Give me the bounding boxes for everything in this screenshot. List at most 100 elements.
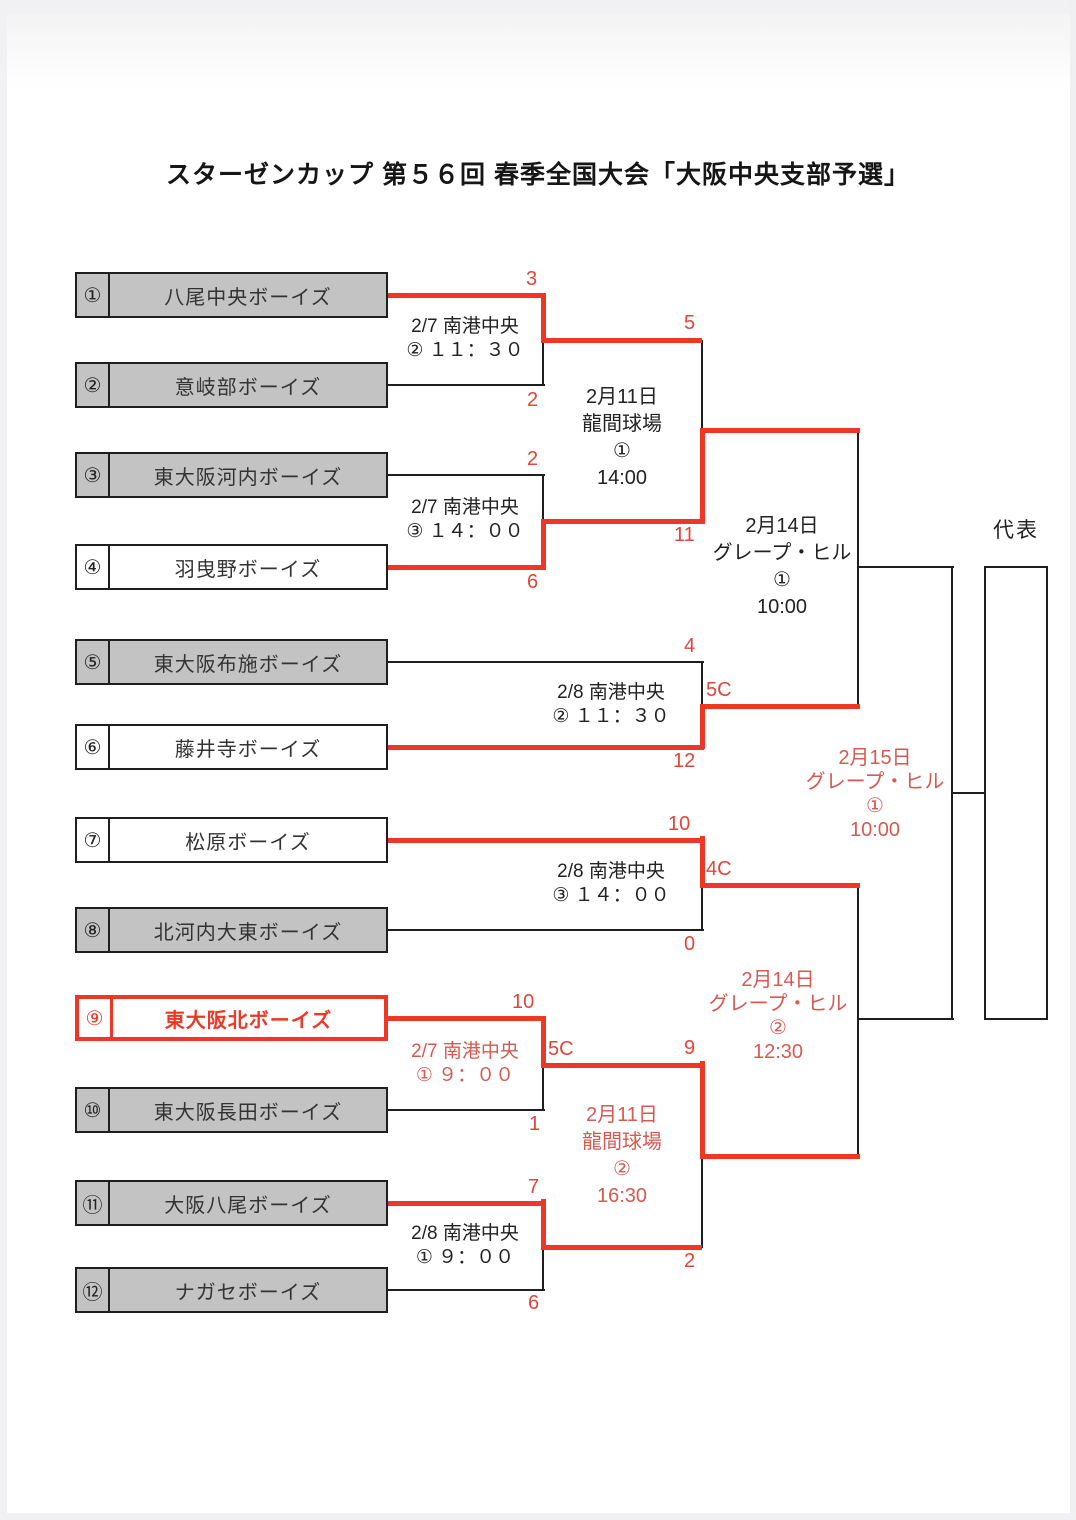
bracket-line <box>857 430 859 707</box>
team-name: 東大阪北ボーイズ <box>164 1009 333 1032</box>
tournament-title: スターゼンカップ 第５６回 春季全国大会「大阪中央支部予選」 <box>166 161 910 189</box>
team-box-6: ⑥ 藤井寺ボーイズ <box>75 724 388 770</box>
score: 9 <box>684 1037 696 1059</box>
match-time: 16:30 <box>596 1185 648 1207</box>
match-time: 10:00 <box>756 596 808 618</box>
winner-path-line <box>541 338 702 343</box>
match-game-number: ① <box>773 569 791 591</box>
team-seed: ④ <box>77 546 110 588</box>
winner-path-line <box>700 704 705 749</box>
team-name: 藤井寺ボーイズ <box>174 738 322 761</box>
match-venue: 龍間球場 <box>582 413 662 435</box>
winner-path-line <box>700 704 860 709</box>
match-date: 2月15日 <box>838 747 912 769</box>
match-info-final: 2月15日 グレープ・ヒル ① 10:00 <box>787 746 963 842</box>
match-game-time: ② １１：３０ <box>552 706 670 727</box>
bracket-line <box>701 340 703 432</box>
bracket-line <box>388 474 545 476</box>
team-name: 北河内大東ボーイズ <box>153 921 343 944</box>
match-date-venue: 2/7 南港中央 <box>411 1041 519 1062</box>
winner-path-line <box>388 1201 546 1206</box>
winner-path-line <box>700 428 860 433</box>
score: 4 <box>684 635 696 657</box>
team-name: 東大阪長田ボーイズ <box>153 1101 343 1124</box>
winner-path-line <box>541 1245 702 1250</box>
match-game-time: ③ １４：００ <box>552 885 670 906</box>
match-game-number: ② <box>613 1158 631 1180</box>
match-game-number: ② <box>769 1017 787 1039</box>
winner-path-line <box>388 745 704 750</box>
match-info-r1-m6: 2/8 南港中央 ① ９：００ <box>385 1222 545 1270</box>
cold-game-note: 5C <box>548 1038 574 1060</box>
team-seed: ⑥ <box>77 726 110 768</box>
match-info-semi-top: 2月14日 グレープ・ヒル ① 10:00 <box>694 513 870 621</box>
winner-path-line <box>541 1199 546 1249</box>
team-name: 羽曳野ボーイズ <box>174 558 322 581</box>
team-box-3: ③ 東大阪河内ボーイズ <box>75 452 388 498</box>
winner-path-line <box>700 1154 860 1159</box>
team-box-7: ⑦ 松原ボーイズ <box>75 817 388 863</box>
bracket-line <box>388 661 704 663</box>
winner-path-line <box>700 836 705 887</box>
score: 6 <box>527 571 539 593</box>
score: 3 <box>526 268 538 290</box>
score: 0 <box>684 933 696 955</box>
match-venue: グレープ・ヒル <box>708 993 848 1015</box>
team-seed: ⑦ <box>77 819 110 861</box>
representative-label: 代表 <box>993 519 1039 542</box>
match-date-venue: 2/8 南港中央 <box>557 861 665 882</box>
winner-path-line <box>388 565 546 570</box>
team-box-11: ⑪ 大阪八尾ボーイズ <box>75 1180 388 1226</box>
winner-path-line <box>541 519 702 524</box>
team-seed: ⑩ <box>77 1089 110 1131</box>
bracket-line <box>701 661 703 707</box>
match-game-number: ① <box>613 440 631 462</box>
bracket-line <box>388 1109 545 1111</box>
winner-path-line <box>541 1063 702 1068</box>
team-box-1: ① 八尾中央ボーイズ <box>75 272 388 318</box>
team-name: 八尾中央ボーイズ <box>164 286 332 309</box>
cold-game-note: 4C <box>706 858 732 880</box>
match-info-r1-m3: 2/8 南港中央 ② １１：３０ <box>531 681 691 729</box>
winner-path-line <box>541 519 546 569</box>
bracket-line <box>952 792 986 794</box>
team-name: 松原ボーイズ <box>185 831 311 854</box>
score: 11 <box>674 524 695 546</box>
match-info-semi-bottom: 2月14日 グレープ・ヒル ② 12:30 <box>690 968 866 1064</box>
bracket-line <box>542 475 544 523</box>
bracket-line <box>542 1246 544 1291</box>
winner-path-line <box>541 1016 546 1067</box>
match-venue: 龍間球場 <box>582 1131 662 1153</box>
team-seed: ⑪ <box>77 1182 110 1224</box>
score: 2 <box>527 389 539 411</box>
winner-path-line <box>700 883 860 888</box>
match-game-number: ① <box>866 795 884 817</box>
match-game-time: ① ９：００ <box>415 1247 515 1268</box>
team-box-8: ⑧ 北河内大東ボーイズ <box>75 907 388 953</box>
match-date: 2月11日 <box>586 386 658 408</box>
match-date: 2月14日 <box>745 515 819 537</box>
match-date: 2月11日 <box>586 1104 658 1126</box>
bracket-line <box>858 566 954 568</box>
bracket-line <box>542 1065 544 1111</box>
score: 10 <box>668 813 691 835</box>
match-info-r1-m1: 2/7 南港中央 ② １１：３０ <box>385 315 545 363</box>
team-name: 意岐部ボーイズ <box>174 376 322 399</box>
bracket-line <box>951 566 953 1020</box>
match-time: 10:00 <box>849 819 901 841</box>
score: 1 <box>529 1113 541 1135</box>
match-date-venue: 2/7 南港中央 <box>411 316 519 337</box>
bracket-line <box>701 884 703 931</box>
match-time: 14:00 <box>596 467 648 489</box>
team-name: 東大阪河内ボーイズ <box>153 466 343 489</box>
match-info-r1-m5: 2/7 南港中央 ① ９：００ <box>385 1040 545 1088</box>
team-box-9-highlighted: ⑨ 東大阪北ボーイズ <box>75 995 388 1041</box>
score: 7 <box>528 1176 540 1198</box>
team-box-12: ⑫ ナガセボーイズ <box>75 1267 388 1313</box>
team-name: 東大阪布施ボーイズ <box>153 653 343 676</box>
team-seed: ⑫ <box>77 1269 110 1311</box>
team-seed: ② <box>77 364 110 406</box>
score: 5 <box>684 312 696 334</box>
score: 2 <box>684 1250 696 1272</box>
